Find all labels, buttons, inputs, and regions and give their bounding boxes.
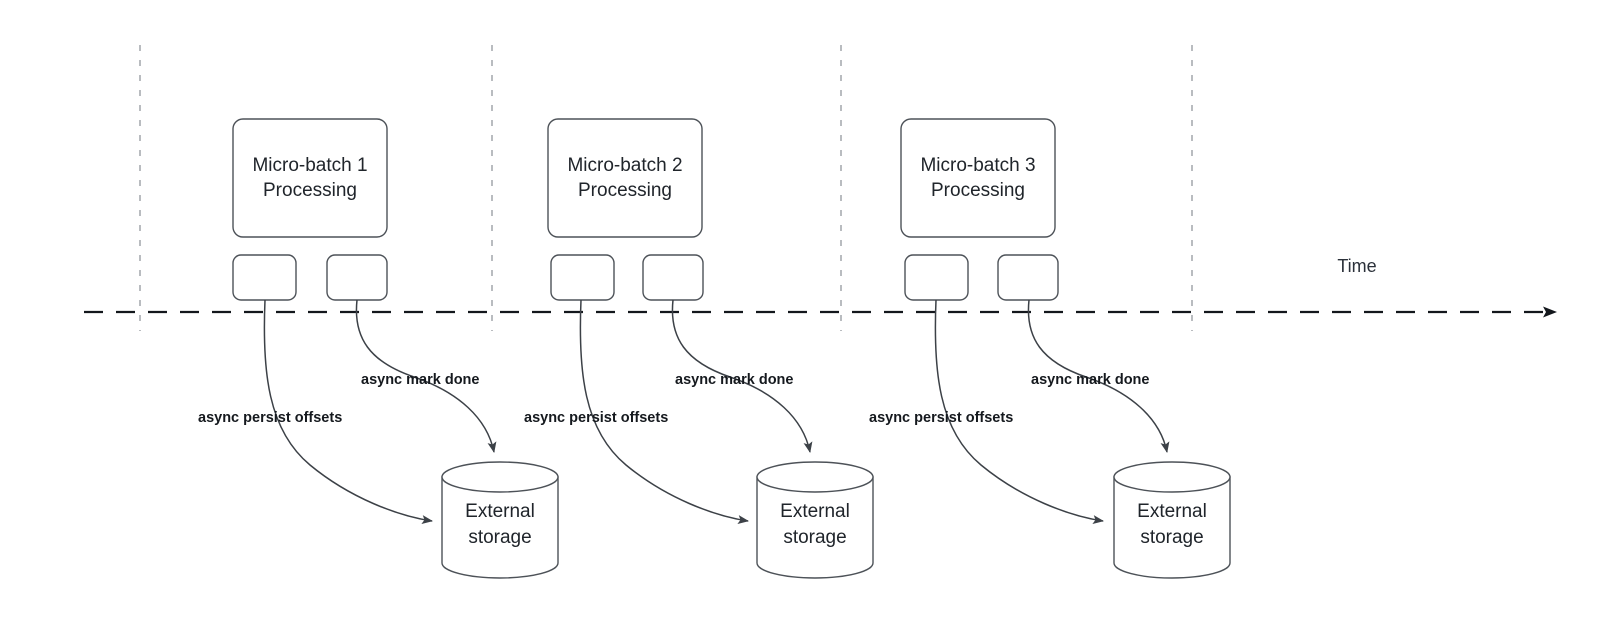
time-axis-group: Time: [84, 256, 1557, 318]
edge-mark-done-edge: [355, 299, 497, 453]
storage-label-line2: storage: [468, 527, 531, 548]
micro-batch-title-line1: Micro-batch 2: [567, 155, 682, 176]
task-box-persist-task[interactable]: [904, 254, 969, 301]
cylinder-body: [441, 476, 559, 579]
edge-persist-offsets-edge: [934, 299, 1104, 524]
edge-persist-offsets-edge: [579, 299, 749, 524]
task-box-markdone-task[interactable]: [642, 254, 704, 301]
edge-label-persist-offsets-edge: async persist offsets: [869, 410, 1013, 426]
storage-label-line2: storage: [783, 527, 846, 548]
micro-batch-title-line2: Processing: [263, 180, 357, 201]
external-storage-cylinder[interactable]: External storage: [756, 461, 874, 579]
micro-batch-title-line1: Micro-batch 1: [252, 155, 367, 176]
storage-label-line1: External: [780, 501, 850, 522]
task-box-persist-task[interactable]: [550, 254, 615, 301]
edge-label-mark-done-edge: async mark done: [1031, 372, 1149, 388]
edge-label-mark-done-edge: async mark done: [361, 372, 479, 388]
edge-label-persist-offsets-edge: async persist offsets: [198, 410, 342, 426]
micro-batch-title-line1: Micro-batch 3: [920, 155, 1035, 176]
cylinder-top-ellipse: [756, 461, 874, 493]
micro-batch-processing-box[interactable]: [900, 118, 1056, 238]
micro-batch-title-line2: Processing: [578, 180, 672, 201]
task-box-persist-task[interactable]: [232, 254, 297, 301]
edge-label-persist-offsets-edge: async persist offsets: [524, 410, 668, 426]
cylinder-top-ellipse: [1113, 461, 1231, 493]
edge-persist-offsets-edge: [263, 299, 433, 524]
external-storage-cylinder[interactable]: External storage: [1113, 461, 1231, 579]
edge-label-mark-done-edge: async mark done: [675, 372, 793, 388]
micro-batch-processing-box[interactable]: [232, 118, 388, 238]
edge-mark-done-edge: [1027, 299, 1170, 453]
cylinder-top-ellipse: [441, 461, 559, 493]
cylinder-body: [756, 476, 874, 579]
time-axis-label: Time: [1337, 256, 1376, 276]
storage-label-line2: storage: [1140, 527, 1203, 548]
edge-mark-done-edge: [671, 299, 813, 453]
cylinder-body: [1113, 476, 1231, 579]
micro-batch-processing-box[interactable]: [547, 118, 703, 238]
task-box-markdone-task[interactable]: [997, 254, 1059, 301]
storage-label-line1: External: [465, 501, 535, 522]
period-divider-group: [139, 45, 1193, 331]
storage-label-line1: External: [1137, 501, 1207, 522]
micro-batch-title-line2: Processing: [931, 180, 1025, 201]
task-box-markdone-task[interactable]: [326, 254, 388, 301]
external-storage-cylinder[interactable]: External storage: [441, 461, 559, 579]
